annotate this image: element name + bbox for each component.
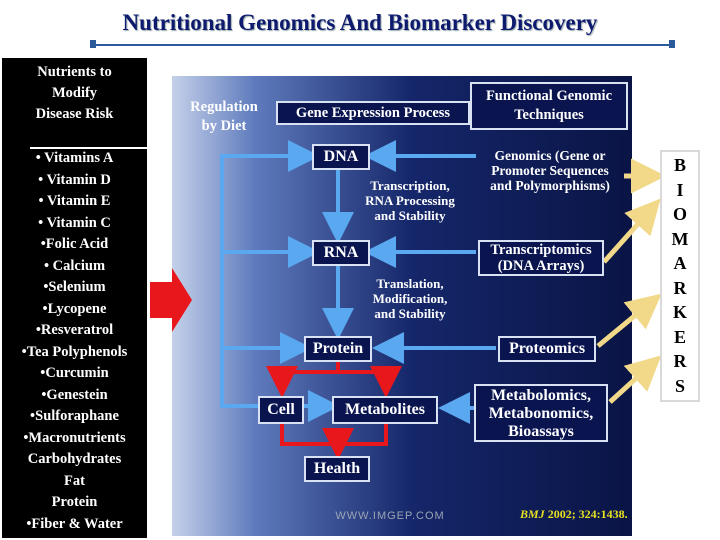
nutrient-item: •Folic Acid: [40, 236, 109, 252]
nutrients-heading-line: Disease Risk: [35, 106, 114, 122]
functional-genomic-techniques-header: Functional Genomic Techniques: [470, 82, 628, 130]
cell-box: Cell: [258, 396, 304, 424]
nutrient-item: •Sulforaphane: [30, 408, 119, 424]
nutrient-item: •Macronutrients: [23, 429, 126, 446]
genomics-label-line: Genomics (Gene or: [494, 148, 606, 163]
nutrients-to-genes-arrow: [150, 268, 192, 332]
dna-box: DNA: [312, 144, 370, 170]
nutrient-item: • Calcium: [43, 257, 106, 274]
health-box: Health: [304, 456, 370, 482]
protein-to-metabolites-arrow: [338, 366, 402, 398]
nutrient-item: • Vitamin D: [38, 171, 111, 188]
nutrient-item: Protein: [51, 494, 98, 510]
biomarkers-letter: I: [676, 179, 684, 200]
nutrient-item: •Curcumin: [40, 365, 109, 381]
title-underline-cap-left: [90, 40, 96, 48]
nutrients-heading-line: Nutrients to: [37, 64, 112, 80]
nutrient-item: •Tea Polyphenols: [21, 343, 128, 360]
biomarkers-letter: K: [672, 302, 687, 323]
regulation-label-line: by Diet: [201, 118, 247, 134]
biomarker-arrow-transcriptomics: [602, 198, 661, 264]
metabolites-to-health-arrow: [322, 424, 388, 460]
regulation-by-diet-label: Regulation by Diet: [172, 98, 276, 136]
genomics-label-line: Promoter Sequences: [491, 163, 609, 178]
biomarker-arrow-proteomics: [596, 293, 662, 348]
biomarkers-label: B I O M A R K E R S: [660, 150, 700, 402]
gene-expression-panel: [172, 76, 632, 536]
slide-title: Nutritional Genomics And Biomarker Disco…: [122, 10, 598, 35]
genomics-label: Genomics (Gene or Promoter Sequences and…: [476, 148, 624, 193]
title-underline: [90, 44, 675, 46]
nutrient-item: •Fiber & Water: [26, 515, 123, 532]
nutrient-item: •Selenium: [43, 279, 106, 295]
citation-journal: BMJ: [520, 507, 545, 521]
transcription-label-line: RNA Processing: [365, 193, 455, 208]
biomarkers-letter: O: [672, 204, 687, 225]
gene-expression-process-header: Gene Expression Process: [276, 101, 470, 125]
citation: BMJ 2002; 324:1438.: [520, 507, 670, 522]
transcription-label: Transcription, RNA Processing and Stabil…: [350, 178, 470, 223]
biomarkers-letter: B: [673, 155, 686, 176]
nutrient-item: • Vitamin E: [38, 193, 111, 209]
metabolomics-line: Bioassays: [508, 423, 574, 440]
nutrient-item: •Genestein: [41, 386, 108, 403]
biomarkers-letter: S: [674, 375, 685, 396]
nutrient-item: •Lycopene: [42, 300, 107, 317]
biomarkers-letter: R: [673, 351, 687, 372]
transcription-label-line: Transcription,: [370, 178, 450, 193]
metabolomics-line: Metabolomics,: [491, 387, 591, 404]
nutrients-list: • Vitamins A • Vitamin D • Vitamin E • V…: [2, 148, 147, 535]
translation-label-line: Modification,: [372, 291, 448, 306]
transcription-label-line: and Stability: [374, 208, 446, 223]
metabolites-box: Metabolites: [332, 396, 438, 424]
nutrient-item: • Vitamins A: [35, 150, 114, 166]
transcriptomics-line: Transcriptomics: [490, 242, 592, 258]
regulation-label-line: Regulation: [190, 99, 258, 115]
title-underline-cap-right: [669, 40, 675, 48]
nutrient-item: •Resveratrol: [35, 322, 114, 338]
translation-label-line: Translation,: [376, 276, 444, 291]
nutrients-panel: [2, 58, 147, 538]
citation-details: 2002; 324:1438.: [544, 507, 628, 521]
nutrient-item: • Vitamin C: [38, 214, 111, 231]
protein-box: Protein: [304, 336, 372, 362]
cell-to-health-arrow: [280, 424, 340, 450]
biomarkers-letter: M: [671, 228, 689, 249]
techniques-header-line: Functional Genomic: [485, 88, 613, 104]
biomarkers-letter: R: [673, 277, 687, 298]
biomarkers-letter: E: [673, 326, 686, 347]
nutrient-item: Carbohydrates: [27, 451, 122, 467]
techniques-header-line: Techniques: [514, 107, 584, 123]
biomarker-arrow-metabolomics: [608, 355, 662, 404]
biomarkers-letter: A: [673, 253, 687, 274]
genomics-label-line: and Polymorphisms): [490, 178, 610, 193]
nutrients-heading: Nutrients to Modify Disease Risk: [2, 62, 147, 125]
nutrients-heading-line: Modify: [51, 85, 98, 101]
footer-url: WWW.IMGEP.COM: [335, 510, 445, 522]
nutrient-item: Fat: [64, 472, 85, 489]
nutrients-heading-divider: [30, 147, 148, 149]
rna-box: RNA: [312, 240, 370, 266]
protein-to-cell-arrow: [266, 362, 340, 398]
translation-label-line: and Stability: [374, 306, 446, 321]
transcriptomics-box: Transcriptomics (DNA Arrays): [478, 240, 604, 276]
proteomics-box: Proteomics: [498, 336, 596, 362]
metabolomics-box: Metabolomics, Metabonomics, Bioassays: [474, 384, 608, 442]
translation-label: Translation, Modification, and Stability: [350, 276, 470, 321]
metabolomics-line: Metabonomics,: [488, 405, 594, 422]
transcriptomics-line: (DNA Arrays): [497, 258, 585, 274]
